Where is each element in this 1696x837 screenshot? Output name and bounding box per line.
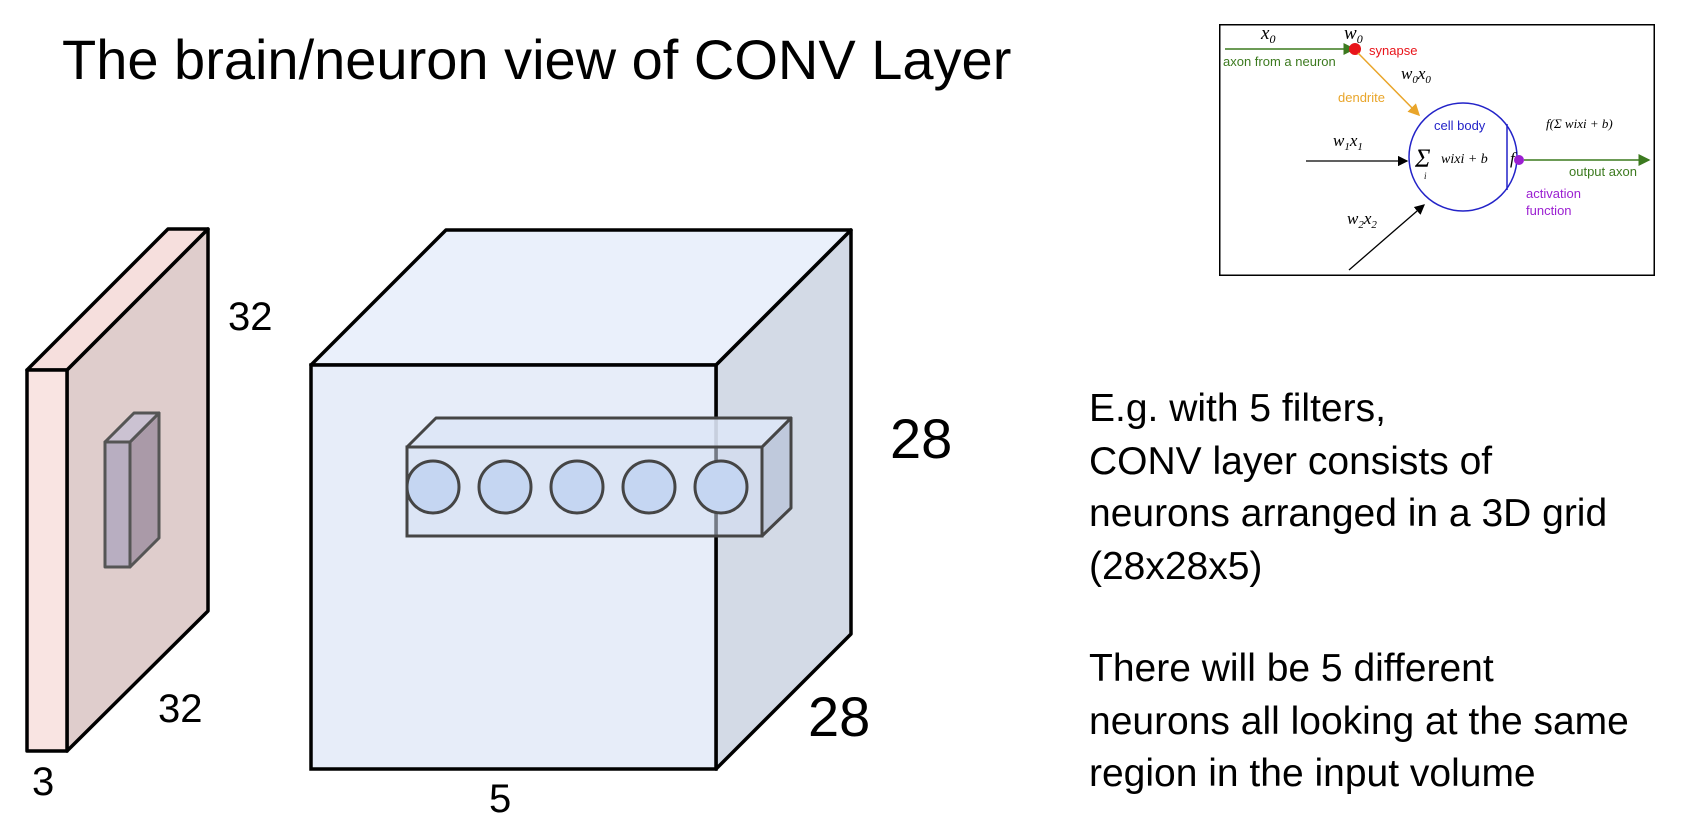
explanation-line: neurons arranged in a 3D grid	[1089, 492, 1608, 535]
activation-dot	[1514, 155, 1524, 165]
w1x1-label: w1x1	[1333, 131, 1363, 153]
explanation-paragraph-1: E.g. with 5 filters, CONV layer consists…	[1089, 383, 1607, 593]
input-width-label: 32	[158, 687, 203, 731]
neuron-circle	[693, 459, 749, 515]
dendrite-line	[1357, 52, 1421, 117]
slide-title: The brain/neuron view of CONV Layer	[62, 28, 1012, 91]
input-depth-label: 3	[32, 760, 54, 804]
output-volume: 28 28 5	[309, 228, 952, 821]
f-label: f	[1510, 149, 1517, 168]
neuron-model-inset: x0 w0 synapse axon from a neuron w0x0 de…	[1219, 24, 1655, 276]
explanation-line: (28x28x5)	[1089, 544, 1263, 588]
w2x2-label: w2x2	[1347, 209, 1377, 231]
x0-label: x0	[1260, 24, 1275, 46]
output-depth-label: 5	[489, 777, 511, 821]
neuron-column	[405, 416, 793, 538]
w0x0-label: w0x0	[1401, 64, 1431, 86]
explanation-line: region in the input volume	[1089, 752, 1536, 795]
output-width-label: 28	[808, 685, 870, 748]
w0-label: w0	[1344, 24, 1363, 46]
sum-expression: wixi + b	[1441, 152, 1488, 167]
neurons	[405, 459, 749, 515]
cell-body-label: cell body	[1434, 118, 1486, 133]
neuron-circle	[477, 459, 533, 515]
input-2-line	[1348, 204, 1425, 271]
axon-from-neuron-label: axon from a neuron	[1223, 54, 1336, 69]
explanation-paragraph-2: There will be 5 different neurons all lo…	[1089, 643, 1629, 801]
synapse-label: synapse	[1369, 43, 1417, 58]
explanation-line: There will be 5 different	[1089, 647, 1494, 690]
synapse-dot	[1349, 43, 1361, 55]
sum-symbol: Σ	[1414, 144, 1431, 173]
output-axon-label: output axon	[1569, 164, 1637, 179]
input-height-label: 32	[228, 295, 273, 339]
dendrite-label: dendrite	[1338, 90, 1385, 105]
explanation-line: CONV layer consists of	[1089, 439, 1493, 483]
explanation-line: E.g. with 5 filters,	[1089, 387, 1386, 430]
output-expression: f(Σ wixi + b)	[1546, 116, 1613, 131]
neuron-circle	[405, 459, 461, 515]
neuron-circle	[621, 459, 677, 515]
output-height-label: 28	[890, 407, 952, 470]
inset-border	[1219, 24, 1655, 276]
explanation-line: neurons all looking at the same	[1089, 699, 1629, 743]
sum-index: i	[1424, 171, 1427, 181]
neuron-circle	[549, 459, 605, 515]
input-volume-front-face	[25, 368, 69, 753]
input-volume: 32 32 3	[25, 227, 273, 804]
activation-function-label-line1: activation	[1526, 186, 1581, 201]
receptive-field	[103, 411, 161, 569]
activation-function-label-line2: function	[1526, 203, 1572, 218]
